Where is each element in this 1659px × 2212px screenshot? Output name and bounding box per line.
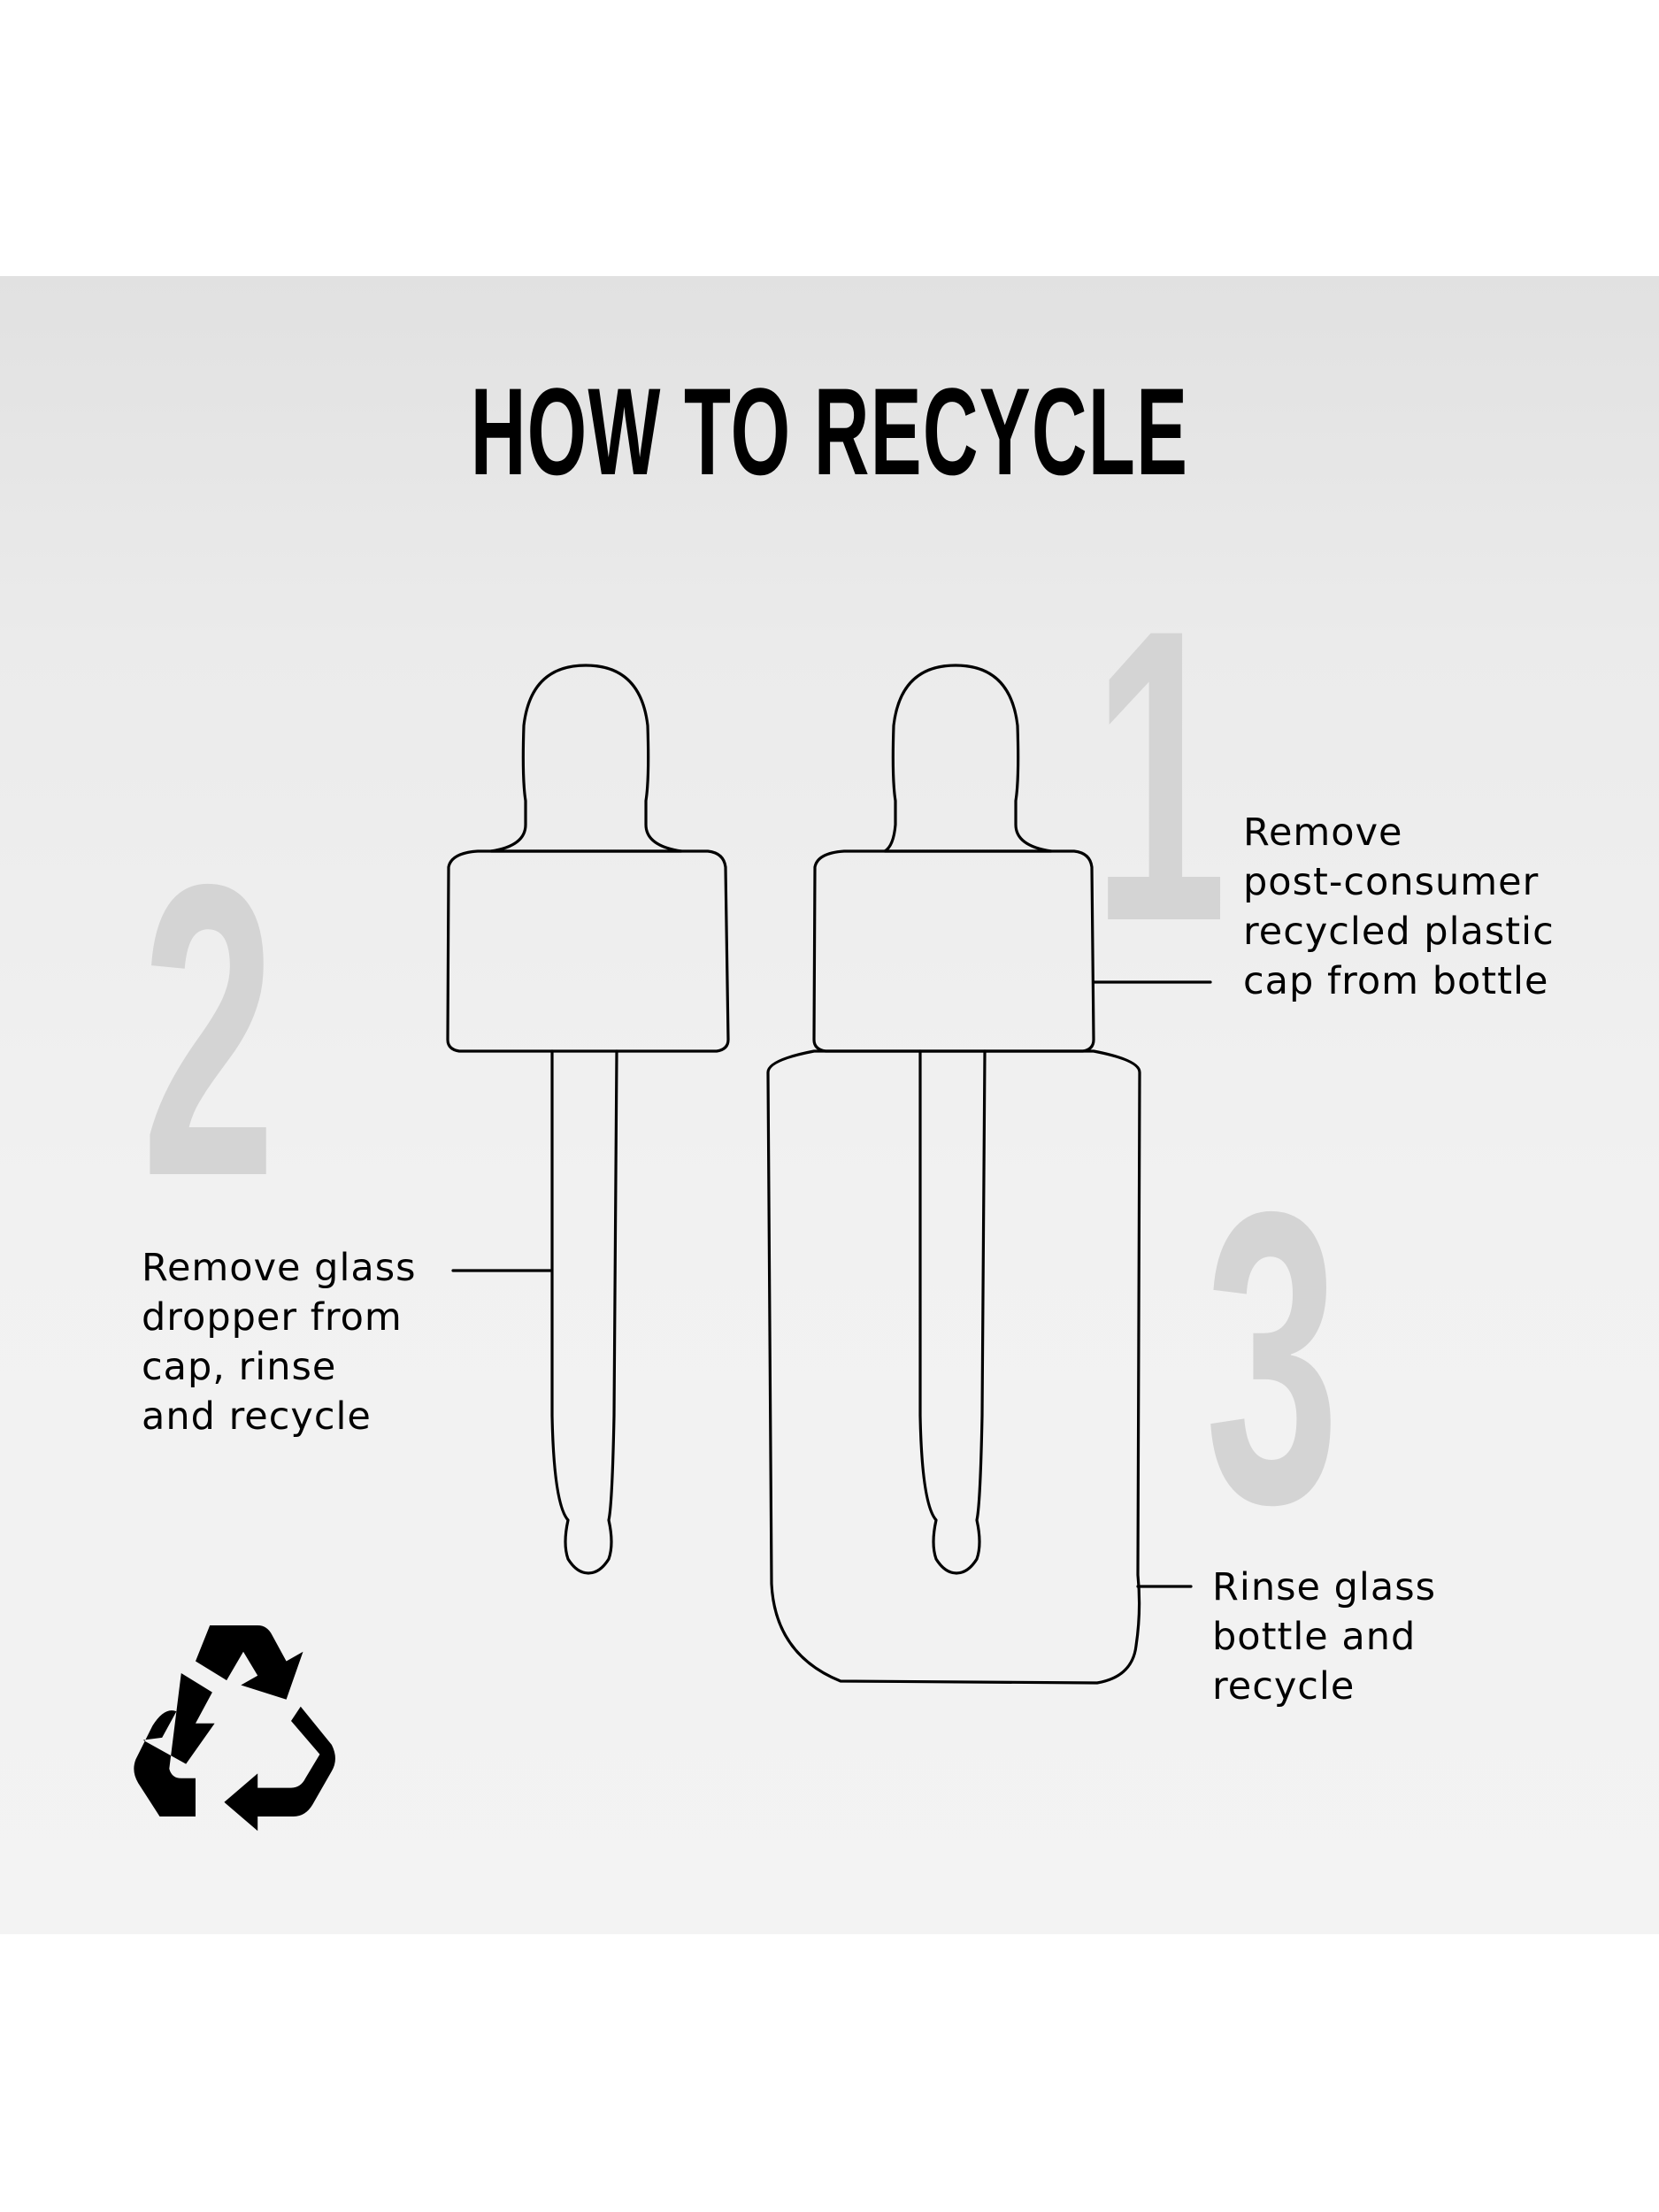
dropper-icon: [446, 664, 730, 1575]
dropper-cap: [446, 849, 730, 1053]
bottle-icon: [766, 664, 1141, 1685]
step-2-line-2: dropper from: [142, 1295, 403, 1340]
step-3-line-2: bottle and: [1212, 1615, 1417, 1659]
step-2-number: 2: [142, 798, 276, 1263]
step-2-line-4: and recycle: [142, 1394, 372, 1439]
recycle-arrow-right: [224, 1706, 335, 1832]
dropper-pipette: [550, 1049, 618, 1575]
step-2-caption: Remove glass dropper from cap, rinse and…: [142, 1243, 417, 1441]
step-1-line-4: cap from bottle: [1243, 959, 1549, 1003]
recycle-arrow-top: [196, 1625, 303, 1700]
step-3-line-1: Rinse glass: [1212, 1565, 1437, 1609]
step-1-number: 1: [1093, 543, 1227, 1008]
step-3-line-3: recycle: [1212, 1664, 1356, 1709]
recycle-arrow-left: [134, 1673, 215, 1816]
step-1-line-2: post-consumer: [1243, 860, 1540, 904]
step-2-line-3: cap, rinse: [142, 1345, 337, 1389]
step-1-caption: Remove post-consumer recycled plastic ca…: [1243, 808, 1555, 1006]
recycle-icon: [134, 1625, 335, 1832]
step-3-number: 3: [1205, 1125, 1340, 1590]
step-1-line-3: recycled plastic: [1243, 910, 1555, 954]
bottle-body: [766, 1049, 1141, 1685]
bottle-pipette: [918, 1049, 987, 1575]
bottle-cap: [812, 849, 1095, 1053]
step-3-caption: Rinse glass bottle and recycle: [1212, 1563, 1436, 1711]
step-2-line-1: Remove glass: [142, 1246, 417, 1290]
bottle-dropper-bulb: [883, 664, 1053, 853]
recycle-arrows: [134, 1625, 335, 1832]
page-title: HOW TO RECYCLE: [470, 362, 1189, 501]
step-1-line-1: Remove: [1243, 810, 1403, 855]
dropper-bulb: [489, 664, 683, 853]
